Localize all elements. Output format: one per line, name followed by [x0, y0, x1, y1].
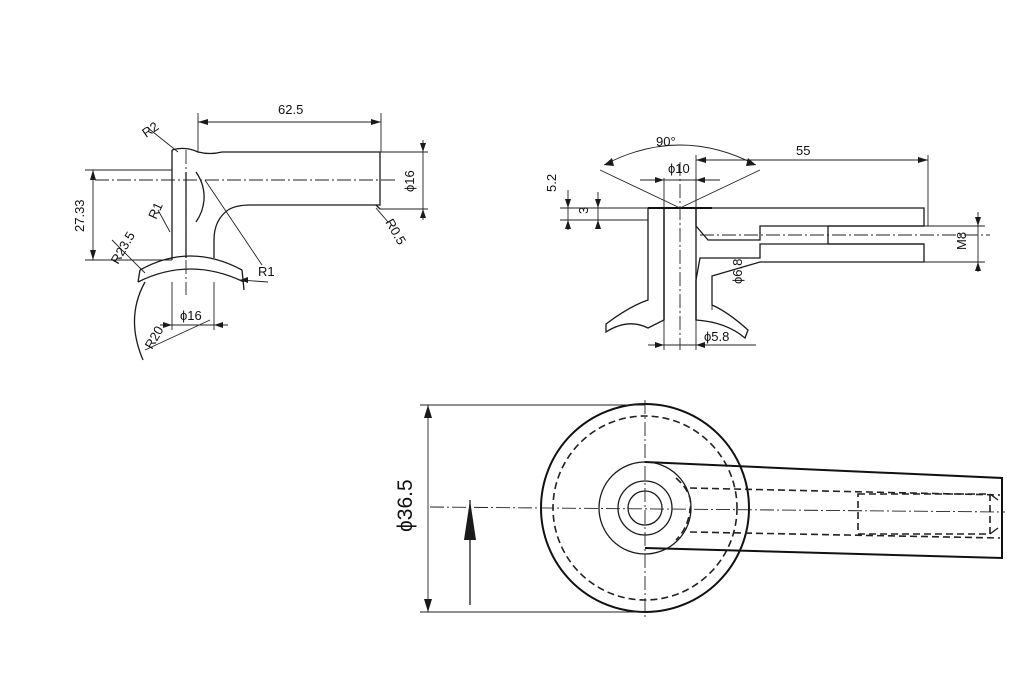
- front-rod-dia-dim: ϕ16: [402, 170, 417, 192]
- section-bore-dia-dim: ϕ10: [668, 161, 690, 176]
- stem-dia-dim: ϕ16: [180, 308, 202, 323]
- front-height-dim: 27.33: [72, 199, 87, 232]
- section-angle-dim: 90°: [656, 134, 676, 149]
- step-depth-dim: 3: [576, 207, 591, 214]
- top-view: ϕ36.5: [394, 400, 1006, 620]
- front-length-dim: 62.5: [278, 102, 303, 117]
- section-length-dim: 55: [796, 143, 810, 158]
- base-radius-label: R20: [142, 323, 167, 351]
- pin-dia-dim: ϕ5.8: [704, 329, 729, 344]
- thread-dim: M8: [954, 232, 969, 250]
- outer-dia-dim: ϕ36.5: [394, 479, 417, 532]
- fillet-r1-upper-label: R1: [145, 200, 166, 221]
- section-view: 90° 55 ϕ10 5.2 3 M8 ϕ6.8 ϕ5.8: [544, 134, 990, 350]
- fillet-r1-lower-label: R1: [258, 264, 275, 279]
- end-radius-label: R0.5: [382, 216, 409, 247]
- front-view: 62.5 ϕ16 27.33 R2 R1 R0.5 R23.5 R1 ϕ16 R…: [72, 102, 428, 361]
- counterbore-depth-dim: 5.2: [544, 174, 559, 192]
- channel-dia-dim: ϕ6.8: [730, 259, 745, 284]
- fillet-r2-label: R2: [139, 119, 161, 141]
